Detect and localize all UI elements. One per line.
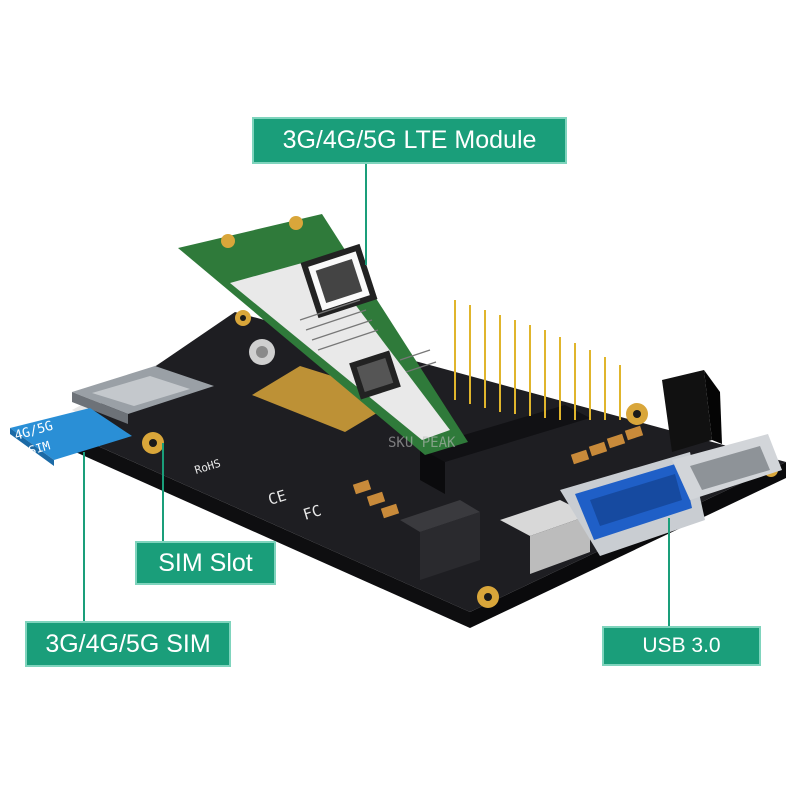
ce-mark: CE (266, 486, 289, 508)
slide-switch (500, 500, 590, 536)
sim-slot-side (72, 392, 128, 424)
mounting-hole (142, 432, 164, 454)
capacitors (352, 425, 644, 519)
callout-sim-slot: SIM Slot (135, 541, 276, 585)
lte-module (178, 214, 468, 455)
callout-sim-card: 3G/4G/5G SIM (25, 621, 231, 667)
m2-connector (420, 405, 590, 462)
mounting-hole (235, 310, 251, 326)
standoff-hole (256, 346, 268, 358)
sim-card (10, 408, 132, 466)
gold-pad (252, 366, 402, 432)
fc-mark: FC (301, 501, 324, 523)
mounting-hole (626, 403, 648, 425)
callout-lte-module: 3G/4G/5G LTE Module (252, 117, 567, 164)
usbc-port (672, 434, 782, 500)
switch (400, 500, 480, 532)
mounting-hole (477, 586, 499, 608)
sim-slot-top (92, 376, 190, 406)
sim-card-label-2: SIM (27, 438, 52, 457)
switch-side (420, 512, 480, 580)
watermark: SKU PEAK (388, 435, 456, 451)
m2-connector-side (420, 448, 445, 494)
slide-switch-side (530, 515, 590, 574)
power-button (662, 370, 722, 452)
header-pins (454, 300, 621, 420)
callout-usb: USB 3.0 (602, 626, 761, 666)
